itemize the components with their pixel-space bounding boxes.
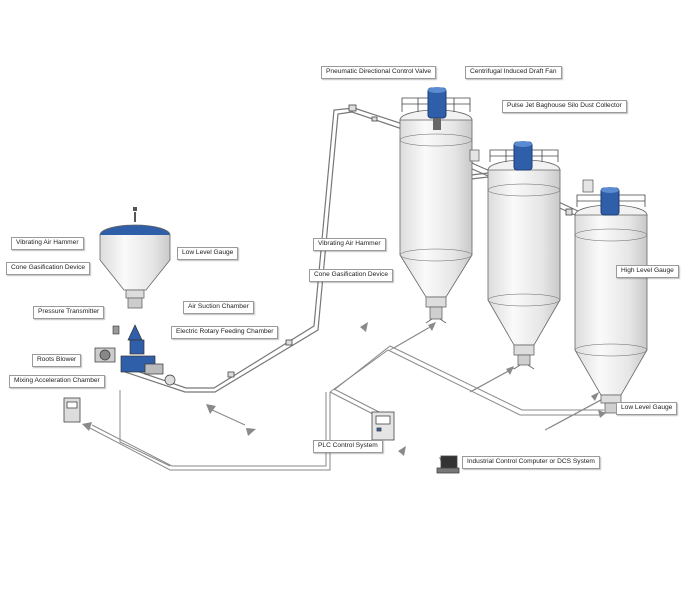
label-rotary-feeding: Electric Rotary Feeding Chamber	[171, 326, 279, 339]
control-cabinet-icon	[371, 411, 395, 441]
hopper-icon	[99, 224, 171, 309]
label-cone-gas-right: Cone Gasification Device	[309, 269, 394, 282]
fan-icon	[427, 87, 447, 130]
silo-3	[574, 204, 648, 414]
silo-1	[399, 109, 473, 324]
label-vibrating-hammer-left: Vibrating Air Hammer	[11, 237, 84, 250]
dust-collector-icon	[600, 187, 620, 216]
label-roots-blower: Roots Blower	[32, 354, 82, 367]
label-high-level: High Level Gauge	[616, 265, 679, 278]
pressure-transmitter-icon	[112, 325, 120, 335]
label-induced-fan: Centrifugal Induced Draft Fan	[465, 66, 562, 79]
label-vibrating-hammer-right: Vibrating Air Hammer	[313, 238, 386, 251]
roots-blower-icon	[94, 347, 116, 363]
label-low-level-right: Low Level Gauge	[616, 402, 678, 415]
label-low-level-left: Low Level Gauge	[177, 247, 239, 260]
label-computer: Industrial Control Computer or DCS Syste…	[462, 456, 600, 469]
label-mixing-chamber: Mixing Acceleration Chamber	[9, 375, 105, 388]
label-plc: PLC Control System	[313, 440, 383, 453]
label-pneumatic-valve: Pneumatic Directional Control Valve	[321, 66, 437, 79]
silo-2	[487, 159, 561, 370]
dust-collector-icon	[513, 141, 533, 171]
computer-icon	[436, 455, 460, 474]
label-cone-gas-left: Cone Gasification Device	[6, 262, 91, 275]
hopper-inlet	[133, 207, 137, 222]
small-box-icon	[469, 149, 594, 193]
control-signal-lines	[87, 325, 615, 471]
label-baghouse: Pulse Jet Baghouse Silo Dust Collector	[502, 100, 627, 113]
control-cabinet-icon	[63, 397, 81, 423]
feeder-assembly	[120, 324, 176, 386]
label-air-suction: Air Suction Chamber	[183, 301, 254, 314]
label-pressure-transmitter: Pressure Transmitter	[33, 306, 105, 319]
